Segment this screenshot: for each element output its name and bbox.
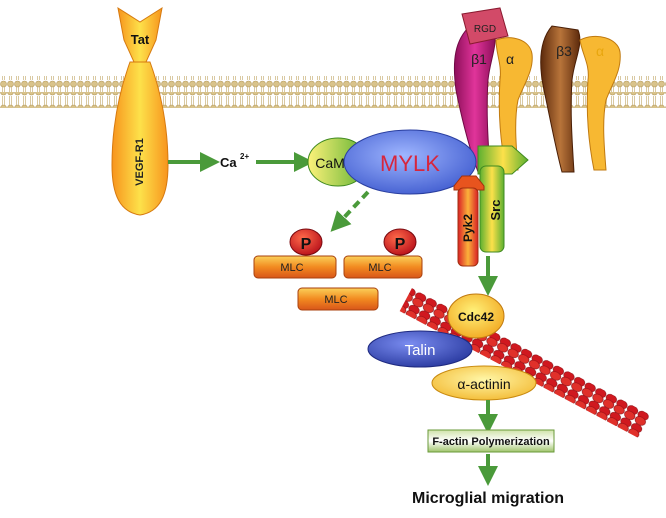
talin-label: Talin	[405, 342, 436, 359]
ca-charge: 2+	[240, 152, 249, 161]
cdc42-label: Cdc42	[458, 310, 494, 324]
mylk-kinase: MYLK	[343, 129, 477, 195]
integrin-beta3-alpha: β3 α	[540, 25, 621, 173]
src-label: Src	[488, 200, 503, 221]
vegfr1-receptor: VEGF-R1	[111, 61, 169, 216]
alpha-actinin: α-actinin	[431, 365, 537, 401]
integrin-beta1-alpha: RGD β1 α	[453, 7, 533, 173]
alpha-b1-label: α	[506, 51, 514, 67]
src-kinase: Src	[477, 145, 529, 253]
alpha-actinin-label: α-actinin	[457, 376, 510, 392]
pyk2-kinase: Pyk2	[453, 175, 485, 267]
factin-polymerization-box: F-actin Polymerization	[427, 429, 555, 453]
mlc-right-label: MLC	[368, 262, 391, 274]
mlc-bottom-label: MLC	[324, 294, 347, 306]
rgd-label: RGD	[474, 24, 496, 35]
factin-label: F-actin Polymerization	[432, 436, 550, 448]
calcium-ion: Ca 2+	[220, 152, 249, 170]
vegfr1-label: VEGF-R1	[134, 138, 146, 186]
cdc42: Cdc42	[447, 293, 505, 339]
mlc-box-bottom: MLC	[297, 287, 379, 311]
phospho-right-label: P	[395, 236, 406, 253]
pyk2-label: Pyk2	[461, 214, 475, 242]
talin: Talin	[367, 330, 473, 368]
phospho-left-label: P	[301, 236, 312, 253]
mlc-left-label: MLC	[280, 262, 303, 274]
beta3-label: β3	[556, 43, 572, 59]
mlc-box-left: MLC	[253, 255, 337, 279]
phosphate-left: P	[289, 228, 323, 256]
cam-label: CaM	[315, 155, 345, 171]
tat-ligand: Tat	[117, 6, 163, 63]
beta1-label: β1	[471, 51, 487, 67]
outcome-label: Microglial migration	[412, 490, 564, 507]
phosphate-right: P	[383, 228, 417, 256]
ca-label: Ca	[220, 155, 237, 170]
alpha-b3-label: α	[596, 43, 604, 59]
mylk-label: MYLK	[380, 151, 440, 176]
mlc-box-right: MLC	[343, 255, 423, 279]
dashed-arrow-mylk-to-mlc	[330, 190, 370, 232]
tat-label: Tat	[131, 32, 150, 47]
